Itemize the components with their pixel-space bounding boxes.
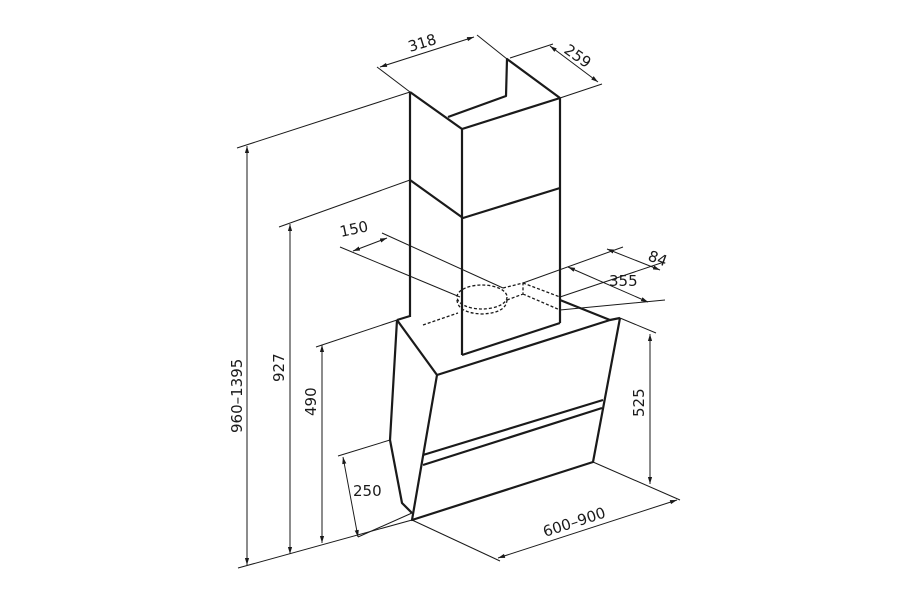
label-outlet-depth: 355	[609, 272, 638, 290]
label-chimney-depth: 259	[561, 41, 595, 72]
label-hood-width: 600–900	[541, 504, 608, 541]
chimney-seam	[409, 179, 561, 220]
label-outlet-diameter: 150	[338, 217, 370, 241]
label-seam-height: 927	[270, 353, 288, 382]
hood-body	[388, 298, 622, 522]
chimney	[408, 57, 562, 357]
air-outlet-hidden	[422, 282, 561, 326]
chimney-outline	[408, 91, 562, 357]
label-outlet-offset: 84	[646, 247, 670, 270]
label-chimney-width: 318	[406, 30, 439, 56]
label-bottom-depth: 250	[353, 482, 382, 500]
chimney-inner-section	[447, 57, 561, 119]
label-total-height: 960–1395	[228, 359, 246, 433]
hood-front-panel	[396, 298, 622, 522]
dimension-lines	[236, 34, 681, 569]
label-hood-front-height: 525	[630, 388, 648, 417]
hood-front-strip	[422, 398, 604, 467]
hood-side-panel	[388, 319, 413, 514]
label-hood-back-height: 490	[302, 387, 320, 416]
